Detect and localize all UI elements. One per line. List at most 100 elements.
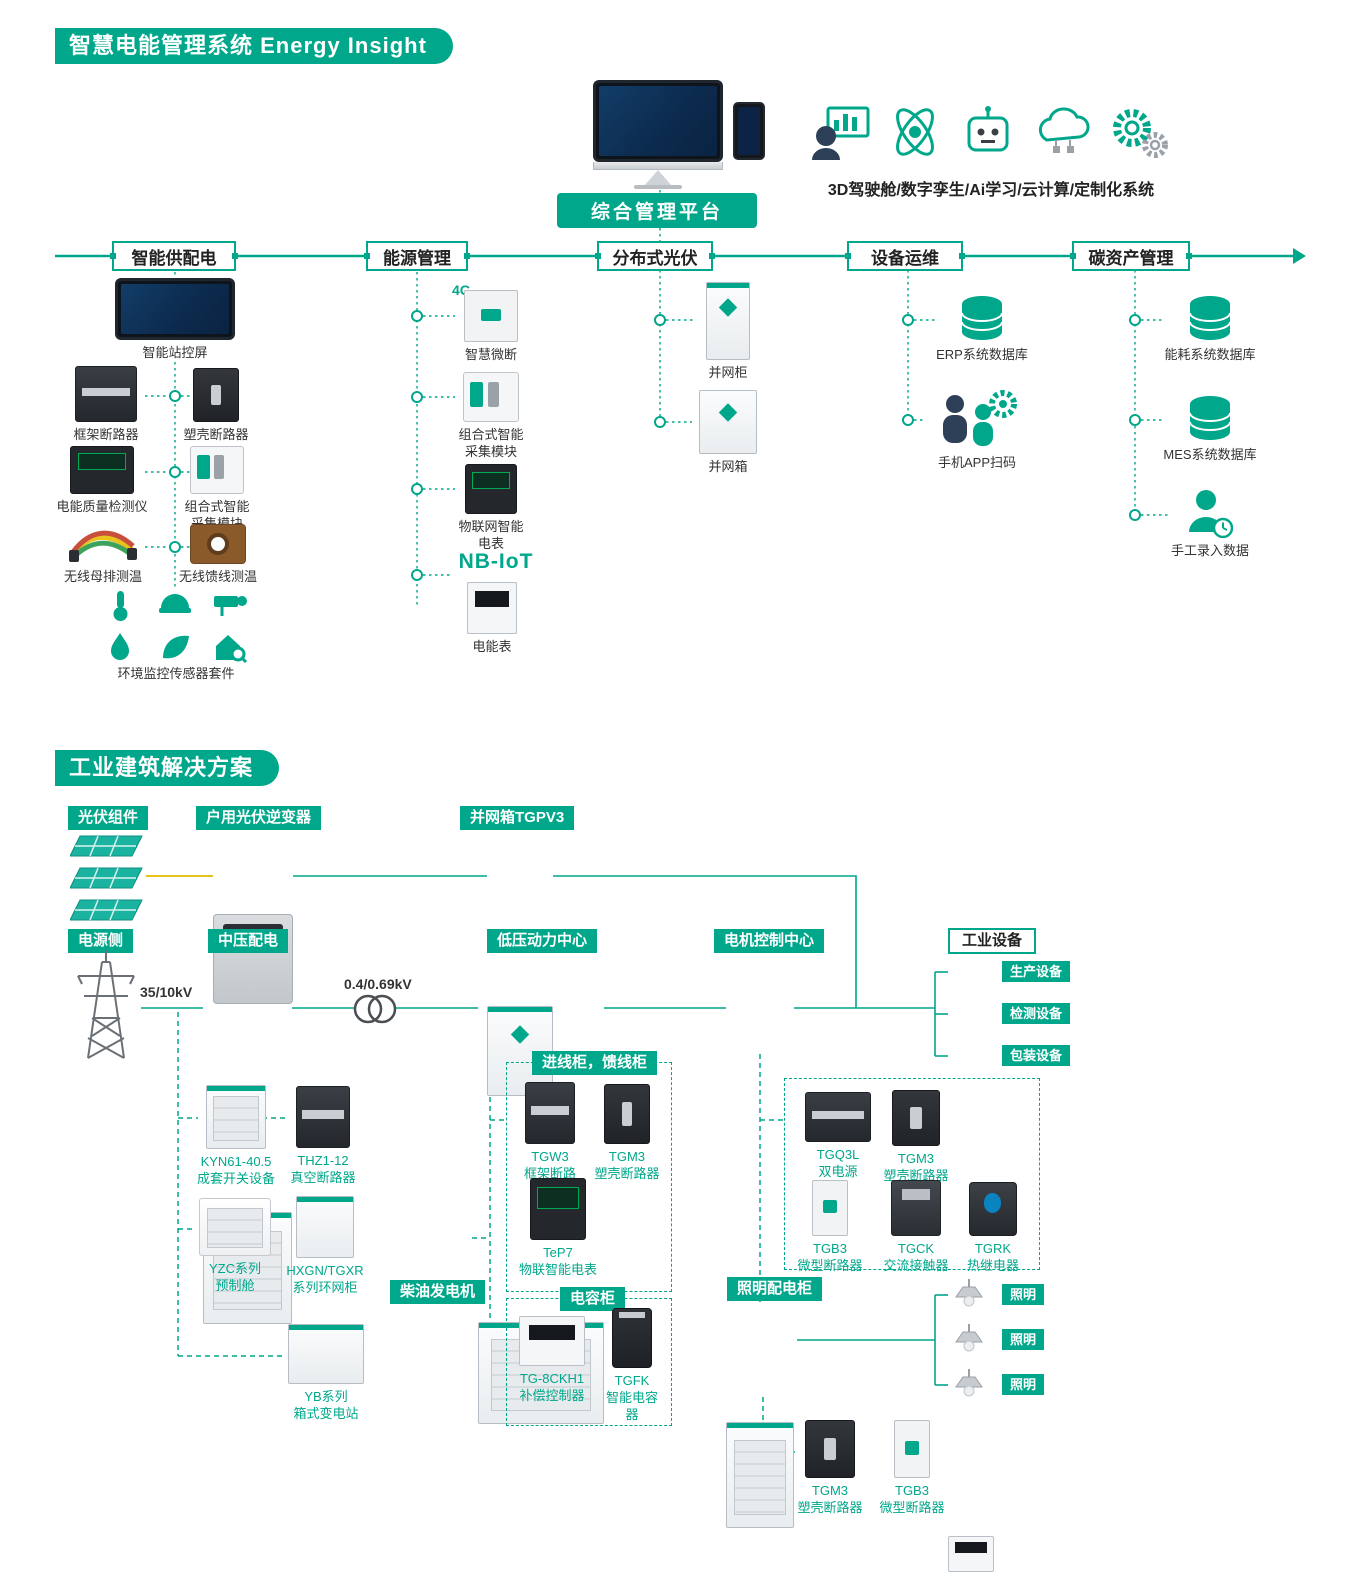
pq-analyzer-image [70,446,134,494]
mccb-image [193,368,239,422]
branch-pv-label: 分布式光伏 [597,241,713,271]
manual-entry-label: 手工录入数据 [1170,543,1249,558]
thz-item: THZ1-12 真空断路器 [284,1086,362,1187]
energy-meter-image [467,582,517,634]
solar-panel-icon [70,835,143,857]
inverter-image [213,914,293,1004]
tgm3-item-3: TGM3 塑壳断路器 [795,1420,865,1517]
busbar-temp-label: 无线母排测温 [63,569,142,584]
acq-module-image-1 [190,446,244,494]
tgm3-item-1: TGM3 塑壳断路器 [594,1084,660,1183]
tag-gridbox: 并网箱TGPV3 [460,806,575,830]
iot-meter-item: 物联网智能电表 [455,464,527,553]
energy-db-item: 能耗系统数据库 [1160,294,1260,364]
busbar-temp-item: 无线母排测温 [60,524,146,586]
mccb-label: 塑壳断路器 [183,427,249,442]
grid-cabinet-image [706,282,750,360]
tgm3-image-1 [604,1084,650,1144]
yzc-label: YZC系列 预制舱 [208,1261,261,1293]
tgck-item: TGCK 交流接触器 [882,1180,950,1275]
lamp-icon [955,1324,983,1352]
tgq3l-label: TGQ3L 双电源 [816,1147,860,1179]
station-screen-image [115,278,235,340]
cloud-computing-icon [1038,107,1089,153]
grid-cabinet-label: 并网柜 [708,365,748,380]
acq-module-label-2: 组合式智能 采集模块 [458,427,524,459]
database-icon [1189,396,1231,440]
tag-production: 生产设备 [1002,961,1071,982]
water-drop-icon [111,633,130,660]
tag-mcc: 电机控制中心 [714,929,825,953]
transmission-tower-icon [77,950,135,1059]
tag-lv-center: 低压动力中心 [487,929,598,953]
tgq3l-item: TGQ3L 双电源 [798,1092,878,1181]
frame-breaker-item: 框架断路器 [68,366,144,444]
feeder-temp-image [190,524,246,564]
tgfk-label: TGFK 智能电容器 [605,1373,658,1422]
energy-db-label: 能耗系统数据库 [1164,347,1256,362]
custom-system-icon [1113,109,1168,158]
yzc-image [199,1198,271,1256]
busbar-temp-image [69,530,137,562]
platform-label: 综合管理平台 [557,193,757,228]
grid-box-image [699,390,757,454]
iot-meter-label: 物联网智能电表 [458,519,524,551]
tgfk-image [612,1308,652,1368]
pq-analyzer-item: 电能质量检测仪 [56,446,148,516]
features-caption: 3D驾驶舱/数字孪生/Ai学习/云计算/定制化系统 [827,182,1155,199]
station-screen-label: 智能站控屏 [142,345,208,360]
tag-mv-distribution: 中压配电 [208,929,289,953]
person-clock-icon [1189,490,1233,538]
hv-voltage-label: 35/10kV [140,984,193,1000]
tag-lighting-cabinet: 照明配电柜 [727,1277,823,1301]
mes-db-item: MES系统数据库 [1160,394,1260,464]
tag-lighting-1: 照明 [1002,1284,1045,1305]
grid-box-label: 并网箱 [708,459,748,474]
tg8ckh1-item: TG-8CKH1 补偿控制器 [512,1316,592,1405]
erp-db-item: ERP系统数据库 [932,294,1032,364]
tep7-label: TeP7 物联智能电表 [518,1245,597,1277]
tgb3-label-1: TGB3 微型断路器 [797,1241,863,1273]
ai-learning-icon [967,106,1009,152]
tgw3-item: TGW3 框架断路器 [518,1082,582,1200]
tag-lighting-3: 照明 [1002,1374,1045,1395]
tgm3-label-1: TGM3 塑壳断路器 [594,1149,660,1181]
database-icon [961,296,1003,340]
feeder-temp-item: 无线馈线测温 [178,524,258,586]
iot-meter-image [465,464,517,514]
solar-panel-icon [70,867,143,889]
feeder-temp-label: 无线馈线测温 [178,569,257,584]
tag-industrial-equipment: 工业设备 [948,928,1037,954]
smart-breaker-item: 智慧微断 [455,290,527,364]
tag-pv-module: 光伏组件 [68,806,149,830]
mccb-item: 塑壳断路器 [183,368,249,444]
grid-cabinet-item: 并网柜 [696,282,760,382]
mobile-phone [733,102,765,160]
features-icons [810,96,1172,168]
nbiot-logo: NB-IoT [458,550,534,573]
tgck-label: TGCK 交流接触器 [883,1241,949,1273]
acq-module-item-1: 组合式智能 采集模块 [181,446,253,533]
frame-breaker-image [75,366,137,422]
section1-title-banner: 智慧电能管理系统 Energy Insight [55,28,453,64]
platform-monitor [593,80,723,162]
app-scan-label: 手机APP扫码 [937,455,1016,470]
tgm3-label-3: TGM3 塑壳断路器 [797,1483,863,1515]
cabinet-slots [212,1095,260,1141]
digital-twin-icon [895,108,934,156]
solar-panels-image [70,834,146,924]
yb-item: YB系列 箱式变电站 [282,1324,370,1423]
kyn-image [206,1085,266,1149]
tgm3-image-3 [805,1420,855,1478]
tag-testing: 检测设备 [1002,1003,1071,1024]
monitor-base [634,185,682,189]
thz-label: THZ1-12 真空断路器 [290,1153,356,1185]
container-stripes [207,1207,263,1249]
tep7-item: TeP7 物联智能电表 [518,1178,598,1279]
branch-energy-label: 能源管理 [366,241,468,271]
tgw3-image [525,1082,575,1144]
tag-diesel-generator: 柴油发电机 [390,1280,486,1304]
tgb3-label-2: TGB3 微型断路器 [879,1483,945,1515]
section2-title-banner: 工业建筑解决方案 [55,750,280,786]
